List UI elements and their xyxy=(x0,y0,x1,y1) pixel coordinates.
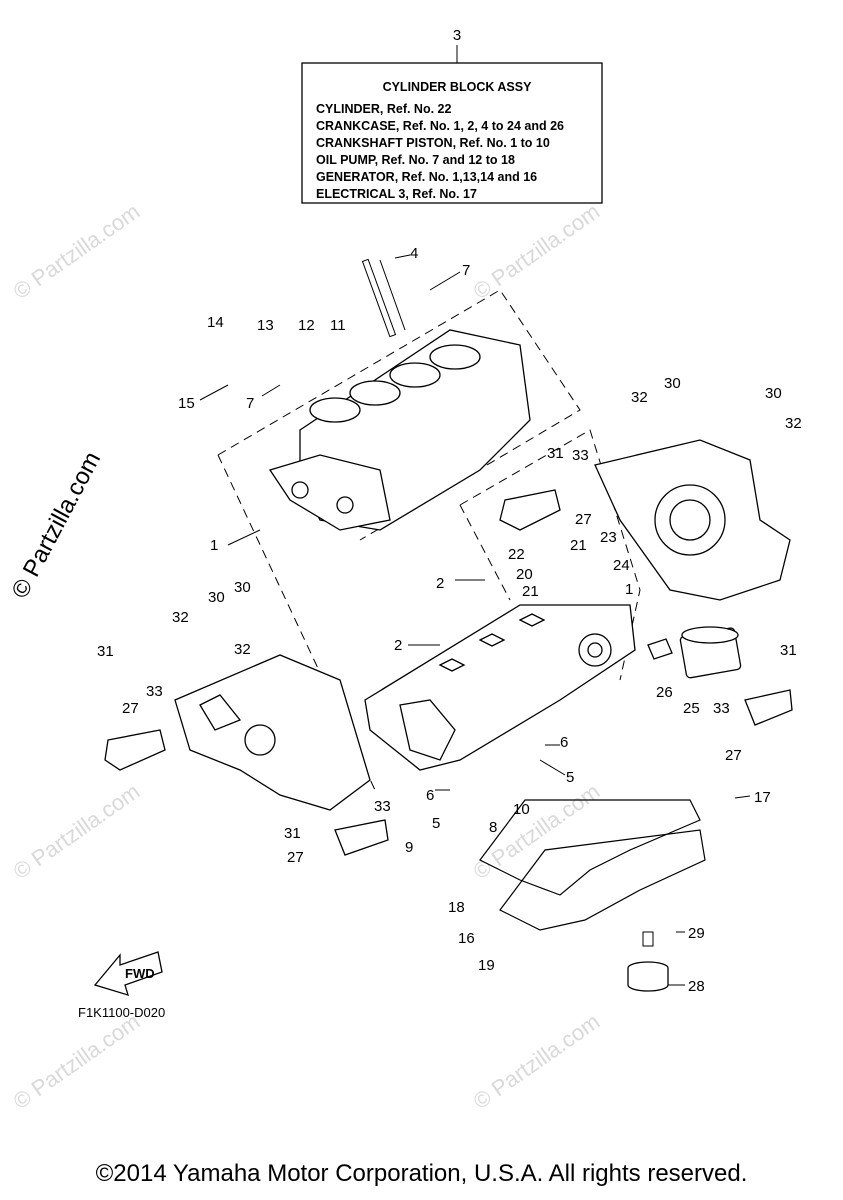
callout-5b: 5 xyxy=(432,815,440,832)
callout-10: 10 xyxy=(513,801,530,818)
cylinder-block xyxy=(268,258,531,531)
callout-20: 20 xyxy=(516,566,533,583)
callout-14: 14 xyxy=(207,314,224,331)
callout-24: 24 xyxy=(613,557,630,574)
fwd-label: FWD xyxy=(125,966,155,981)
callout-33c: 33 xyxy=(713,700,730,717)
callout-5: 5 xyxy=(566,769,574,786)
callout-7: 7 xyxy=(462,262,470,279)
right-side-cover xyxy=(594,439,791,601)
info-box-line: CYLINDER, Ref. No. 22 xyxy=(316,102,451,116)
watermark-text: © Partzilla.com xyxy=(469,199,605,305)
callout-30b: 30 xyxy=(765,385,782,402)
callout-1b: 1 xyxy=(625,581,633,598)
callout-6: 6 xyxy=(560,734,568,751)
leader-lines xyxy=(199,254,751,986)
callout-23: 23 xyxy=(600,529,617,546)
callout-33d: 33 xyxy=(374,798,391,815)
oil-pan-gasket xyxy=(479,799,706,931)
callout-7b: 7 xyxy=(246,395,254,412)
callout-1: 1 xyxy=(210,537,218,554)
copyright-footer: ©2014 Yamaha Motor Corporation, U.S.A. A… xyxy=(95,1160,748,1187)
callout-27: 27 xyxy=(575,511,592,528)
callout-17: 17 xyxy=(754,789,771,806)
watermark-text: © Partzilla.com xyxy=(9,779,145,885)
callout-31: 31 xyxy=(547,445,564,462)
oil-filter xyxy=(647,626,742,679)
callout-33: 33 xyxy=(572,447,589,464)
bracket-pads xyxy=(104,489,793,856)
callout-31c: 31 xyxy=(780,642,797,659)
callout-13: 13 xyxy=(257,317,274,334)
callout-4: 4 xyxy=(410,245,418,262)
callout-16: 16 xyxy=(458,930,475,947)
watermark-text: © Partzilla.com xyxy=(9,1009,145,1115)
watermark-text: © Partzilla.com xyxy=(9,199,145,305)
info-box-line: GENERATOR, Ref. No. 1,13,14 and 16 xyxy=(316,170,537,184)
drain-cup xyxy=(627,931,669,992)
info-box-title: CYLINDER BLOCK ASSY xyxy=(383,80,533,94)
callout-22: 22 xyxy=(508,546,525,563)
callout-27d: 27 xyxy=(287,849,304,866)
callout-27c: 27 xyxy=(725,747,742,764)
callout-30d: 30 xyxy=(208,589,225,606)
callout-21: 21 xyxy=(570,537,587,554)
callout-2: 2 xyxy=(436,575,444,592)
left-side-cover xyxy=(174,654,371,811)
watermark-text: © Partzilla.com xyxy=(469,1009,605,1115)
callout-32: 32 xyxy=(631,389,648,406)
callout-32d: 32 xyxy=(234,641,251,658)
callout-9: 9 xyxy=(405,839,413,856)
callout-25: 25 xyxy=(683,700,700,717)
callout-28: 28 xyxy=(688,978,705,995)
crankcase xyxy=(364,604,636,771)
watermark-text-large: © Partzilla.com xyxy=(6,447,106,602)
callout-6b: 6 xyxy=(426,787,434,804)
callout-11: 11 xyxy=(330,317,346,334)
info-box-line: CRANKCASE, Ref. No. 1, 2, 4 to 24 and 26 xyxy=(316,119,564,133)
info-box-line: CRANKSHAFT PISTON, Ref. No. 1 to 10 xyxy=(316,136,550,150)
callout-32b: 32 xyxy=(785,415,802,432)
callout-8: 8 xyxy=(489,819,497,836)
callout-15: 15 xyxy=(178,395,195,412)
callout-21b: 21 xyxy=(522,583,539,600)
callout-19: 19 xyxy=(478,957,495,974)
callout-2b: 2 xyxy=(394,637,402,654)
diagram-code: F1K1100-D020 xyxy=(78,1005,165,1020)
info-box-frame xyxy=(301,62,603,204)
callout-26: 26 xyxy=(656,684,673,701)
callout-32c: 32 xyxy=(172,609,189,626)
info-box-line: OIL PUMP, Ref. No. 7 and 12 to 18 xyxy=(316,153,515,167)
cylinder-block-assy-box: 3 CYLINDER BLOCK ASSY CYLINDER, Ref. No.… xyxy=(301,27,603,204)
callout-numbers: 4 7 14 13 12 11 15 7 32 30 30 32 31 33 2… xyxy=(97,245,802,995)
callout-3: 3 xyxy=(453,27,461,44)
callout-31d: 31 xyxy=(284,825,301,842)
callout-30: 30 xyxy=(664,375,681,392)
callout-30c: 30 xyxy=(234,579,251,596)
info-box-line: ELECTRICAL 3, Ref. No. 17 xyxy=(316,187,477,201)
callout-29: 29 xyxy=(688,925,705,942)
callout-18: 18 xyxy=(448,899,465,916)
callout-31b: 31 xyxy=(97,643,114,660)
callout-12: 12 xyxy=(298,317,315,334)
callout-27b: 27 xyxy=(122,700,139,717)
callout-33b: 33 xyxy=(146,683,163,700)
fwd-arrow-icon: FWD xyxy=(93,951,163,996)
